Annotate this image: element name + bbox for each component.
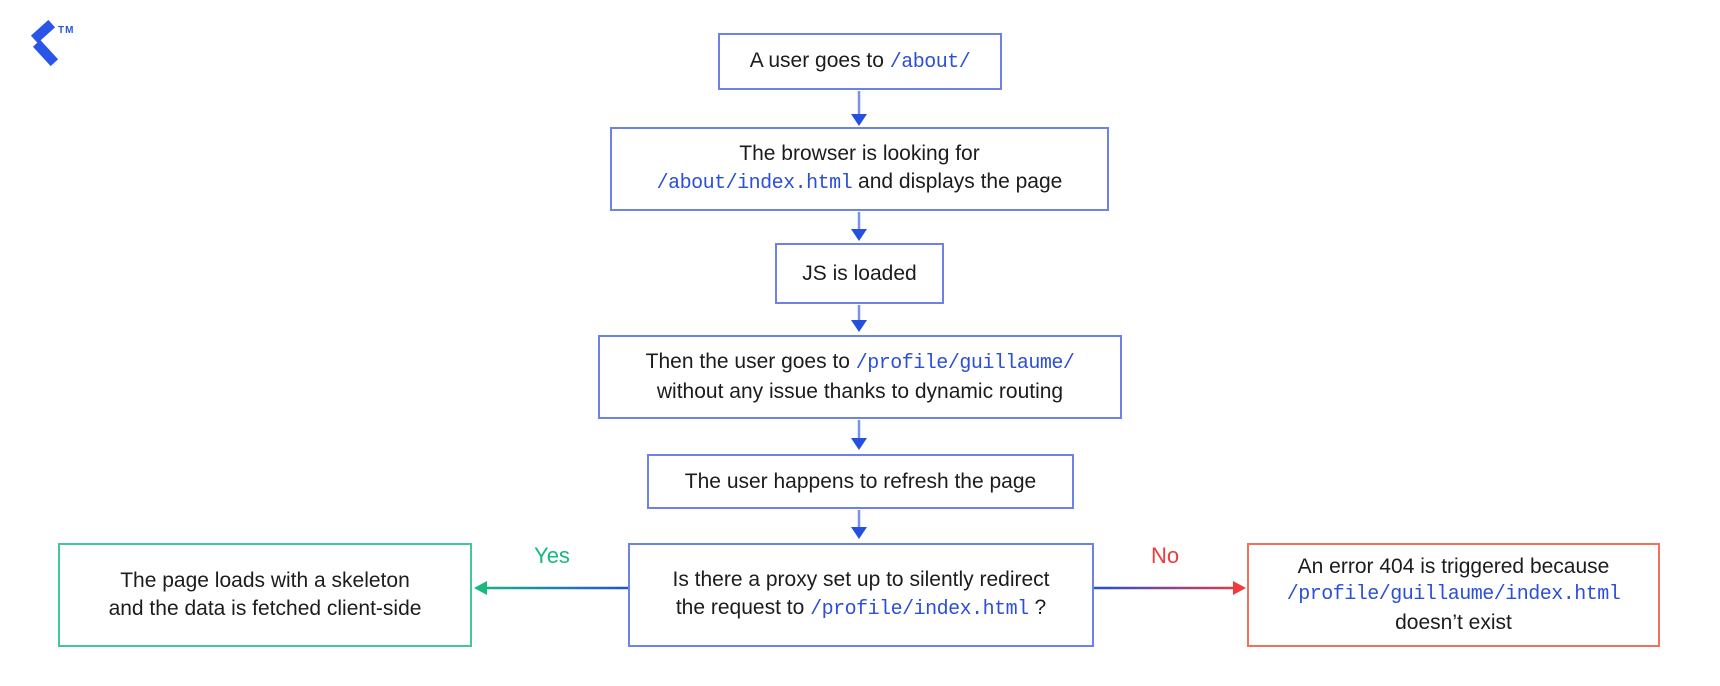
- arrow-step5-decision: [851, 510, 867, 539]
- arrow-step4-step5: [851, 420, 867, 450]
- step1-box: A user goes to /about/: [718, 33, 1002, 90]
- decision-code: /profile/index.html: [810, 598, 1029, 621]
- no-result-code: /profile/guillaume/index.html: [1286, 583, 1621, 606]
- decision-line1: Is there a proxy set up to silently redi…: [672, 568, 1050, 591]
- decision-box: Is there a proxy set up to silently redi…: [628, 543, 1094, 647]
- arrow-no-branch: [1094, 581, 1246, 595]
- step5-box: The user happens to refresh the page: [647, 454, 1074, 509]
- arrow-step1-step2: [851, 91, 867, 126]
- step1-code: /about/: [889, 50, 971, 74]
- no-result-line3: doesn’t exist: [1395, 611, 1512, 634]
- step5-text: The user happens to refresh the page: [684, 469, 1037, 493]
- arrow-step2-step3: [851, 212, 867, 241]
- arrow-step3-step4: [851, 305, 867, 332]
- decision-line2: the request to /profile/index.html ?: [676, 594, 1046, 624]
- toptal-logo-icon: [30, 20, 59, 67]
- decision-question-mark: ?: [1028, 596, 1047, 619]
- step2-box: The browser is looking for /about/index.…: [610, 127, 1109, 211]
- step3-text: JS is loaded: [802, 261, 917, 285]
- no-result-box: An error 404 is triggered because /profi…: [1247, 543, 1660, 647]
- step4-code: /profile/guillaume/: [855, 352, 1075, 375]
- step1-text: A user goes to /about/: [750, 47, 971, 77]
- yes-result-box: The page loads with a skeleton and the d…: [58, 543, 472, 647]
- step3-box: JS is loaded: [775, 243, 944, 304]
- step4-line2: without any issue thanks to dynamic rout…: [656, 380, 1064, 403]
- step1-label: A user goes to: [749, 48, 890, 72]
- arrow-yes-branch: [474, 581, 628, 595]
- step4-box: Then the user goes to /profile/guillaume…: [598, 335, 1122, 419]
- step2-line1: The browser is looking for: [739, 142, 980, 165]
- no-result-line1: An error 404 is triggered because: [1297, 555, 1610, 578]
- step2-line2: /about/index.html and displays the page: [657, 168, 1063, 198]
- yes-branch-label: Yes: [534, 543, 570, 568]
- step2-label: and displays the page: [852, 170, 1063, 193]
- trademark-label: TM: [58, 25, 75, 36]
- yes-result-line1: The page loads with a skeleton: [120, 569, 410, 592]
- no-branch-label: No: [1150, 543, 1180, 568]
- step2-code: /about/index.html: [656, 172, 853, 195]
- yes-result-line2: and the data is fetched client-side: [108, 597, 422, 620]
- step4-label: Then the user goes to: [645, 350, 856, 373]
- decision-label: the request to: [675, 596, 811, 619]
- step4-line1: Then the user goes to /profile/guillaume…: [646, 348, 1075, 378]
